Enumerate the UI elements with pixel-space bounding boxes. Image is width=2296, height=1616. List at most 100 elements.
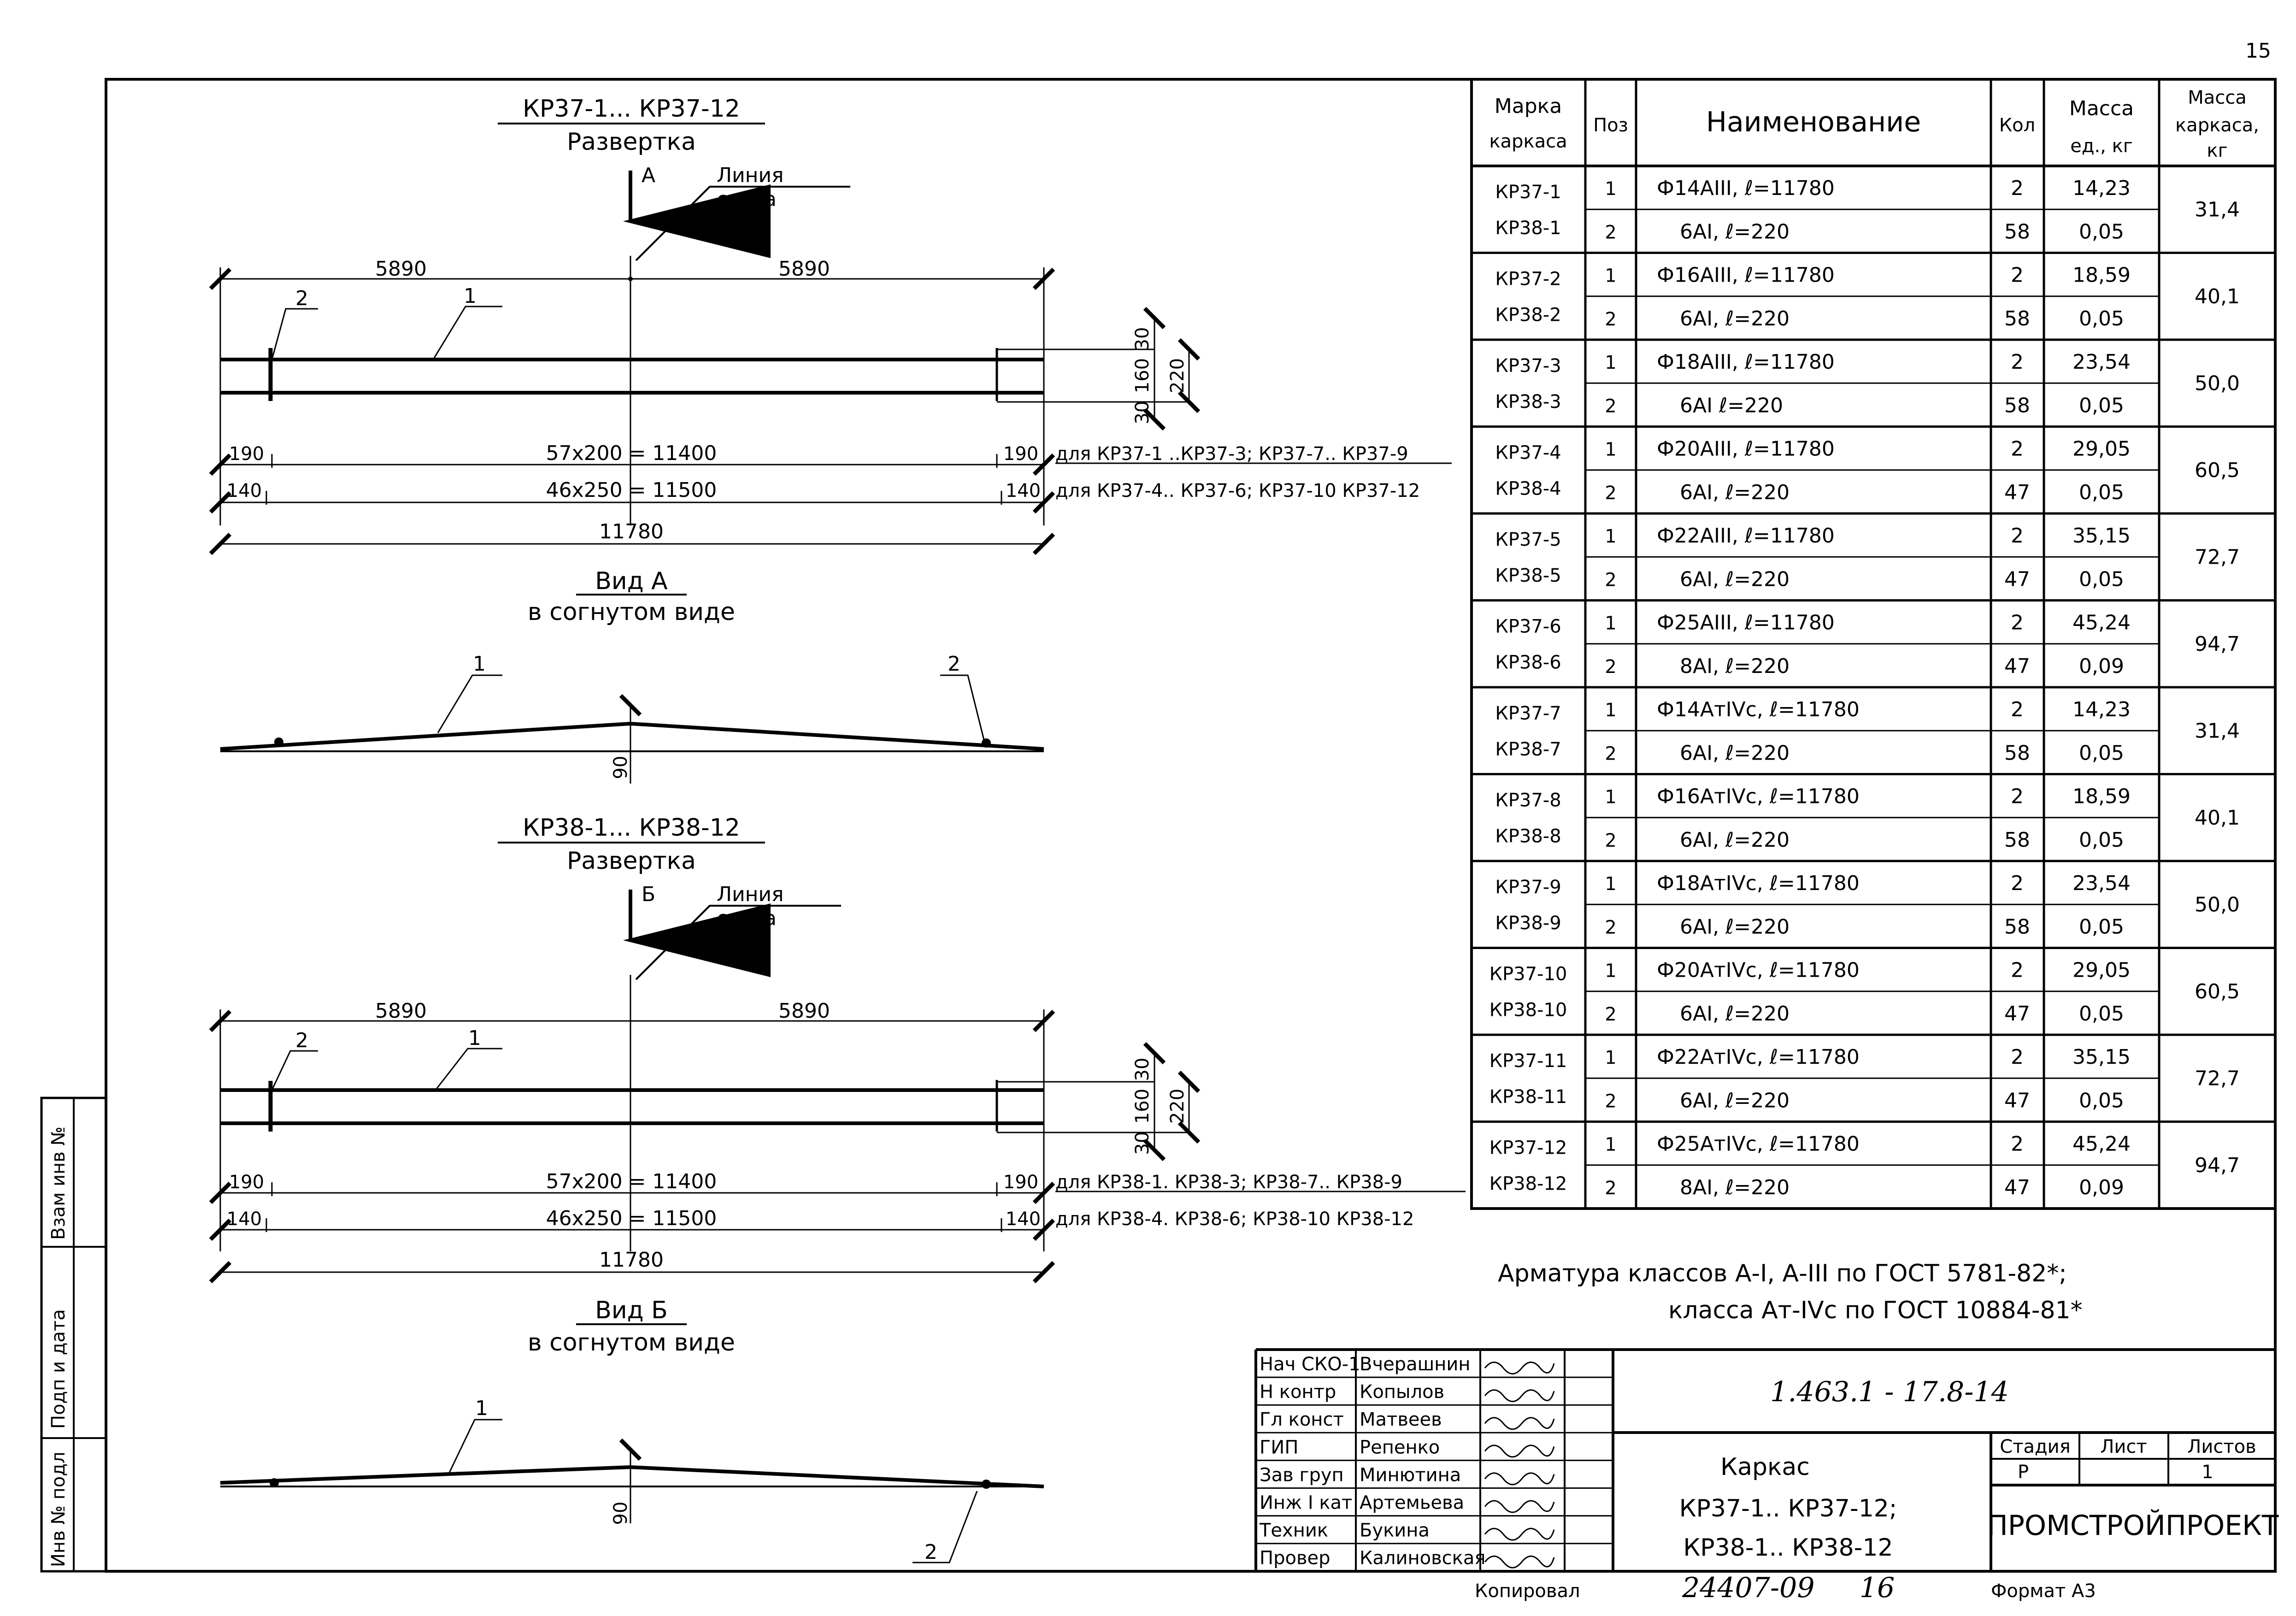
- drawing-b-view-title: Вид Б: [595, 1297, 668, 1324]
- spec-name: Ф16АтIVс, ℓ=11780: [1657, 785, 1860, 808]
- signature-mark: [1484, 1445, 1555, 1458]
- spec-mark-2: КР38-9: [1495, 913, 1561, 934]
- spec-unit-mass: 18,59: [2072, 785, 2131, 808]
- spec-pos: 1: [1605, 265, 1616, 287]
- spec-qty: 58: [2004, 915, 2030, 938]
- sheet-frame: [105, 78, 2277, 1573]
- bent-bar-b: [220, 1465, 1044, 1488]
- spec-mark-1: КР37-1: [1495, 182, 1561, 203]
- drawing-b-pos-2: 2: [295, 1029, 308, 1052]
- drawing-b-dim-row1: 57х200 = 11400: [546, 1170, 717, 1193]
- staff-name: Копылов: [1360, 1381, 1444, 1403]
- spec-unit-mass: 35,15: [2072, 524, 2131, 548]
- spec-pos: 2: [1605, 222, 1616, 243]
- spec-unit-mass: 18,59: [2072, 264, 2131, 287]
- staff-name: Букина: [1360, 1520, 1430, 1541]
- drawing-a-view-title: Вид А: [595, 567, 668, 595]
- spec-mark-2: КР38-8: [1495, 826, 1561, 847]
- signature-mark: [1484, 1389, 1555, 1403]
- spec-qty: 47: [2004, 481, 2030, 504]
- spec-pos: 1: [1605, 352, 1616, 373]
- spec-mark-1: КР37-6: [1495, 616, 1561, 637]
- sheet-label: Лист: [2100, 1436, 2147, 1457]
- page-number: 15: [2245, 39, 2271, 63]
- spec-total-mass: 40,1: [2195, 806, 2240, 830]
- spec-qty: 2: [2011, 264, 2024, 287]
- drawing-a-dim-140-r: 140: [1006, 480, 1041, 501]
- format-label: Формат А3: [1991, 1581, 2096, 1602]
- drawing-a-dim-220: 220: [1167, 358, 1188, 393]
- spec-unit-mass: 23,54: [2072, 350, 2131, 374]
- spec-unit-mass: 29,05: [2072, 437, 2131, 461]
- spec-unit-mass: 0,05: [2079, 741, 2124, 765]
- staff-name: Репенко: [1360, 1437, 1440, 1458]
- drawing-b-note-row1: для КР38-1. КР38-3; КР38-7.. КР38-9: [1055, 1172, 1402, 1193]
- drawing-a-arrow-label: А: [642, 164, 655, 187]
- spec-pos: 2: [1605, 483, 1616, 504]
- staff-role: Инж I кат: [1260, 1492, 1352, 1514]
- spec-name: Ф14АIII, ℓ=11780: [1657, 177, 1835, 200]
- spec-qty: 47: [2004, 1176, 2030, 1199]
- spec-table: Марка каркаса Поз Наименование Кол Масса…: [1470, 78, 2277, 1210]
- spec-name: Ф14АтIVс, ℓ=11780: [1657, 698, 1860, 721]
- spec-total-mass: 94,7: [2195, 632, 2240, 656]
- spec-pos: 2: [1605, 917, 1616, 938]
- spec-qty: 2: [2011, 872, 2024, 895]
- spec-unit-mass: 0,05: [2079, 220, 2124, 243]
- spec-pos: 1: [1605, 178, 1616, 200]
- hdr-mark-1: Марка: [1495, 94, 1562, 118]
- spec-qty: 2: [2011, 350, 2024, 374]
- spec-qty: 58: [2004, 828, 2030, 852]
- stage-value: Р: [2018, 1462, 2029, 1483]
- hdr-name: Наименование: [1706, 106, 1921, 138]
- staff-role: Техник: [1259, 1520, 1328, 1541]
- drawing-a-pos-2: 2: [295, 287, 308, 310]
- drawing-b-dim-220: 220: [1167, 1089, 1188, 1124]
- spec-name: 6АI, ℓ=220: [1680, 741, 1790, 765]
- spec-qty: 47: [2004, 1002, 2030, 1026]
- spec-pos: 2: [1605, 1178, 1616, 1199]
- spec-name: Ф16АIII, ℓ=11780: [1657, 264, 1835, 287]
- staff-name: Калиновская: [1360, 1548, 1485, 1569]
- spec-unit-mass: 23,54: [2072, 872, 2131, 895]
- spec-pos: 2: [1605, 656, 1616, 678]
- spec-pos: 2: [1605, 743, 1616, 764]
- drawing-a-subtitle: Развертка: [567, 128, 696, 156]
- staff-name: Артемьева: [1360, 1492, 1464, 1514]
- spec-total-mass: 72,7: [2195, 545, 2240, 569]
- spec-unit-mass: 0,05: [2079, 915, 2124, 938]
- title-1: Каркас: [1720, 1453, 1810, 1481]
- hdr-mass-unit-2: ед., кг: [2070, 136, 2133, 157]
- sheets-value: 1: [2202, 1462, 2213, 1483]
- hdr-mass-frame-2: каркаса,: [2175, 115, 2259, 136]
- spec-name: Ф20АIII, ℓ=11780: [1657, 437, 1835, 461]
- hdr-mass-frame-3: кг: [2207, 140, 2227, 161]
- spec-unit-mass: 14,23: [2072, 177, 2131, 200]
- spec-qty: 2: [2011, 437, 2024, 461]
- spec-pos: 1: [1605, 526, 1616, 547]
- spec-mark-2: КР38-1: [1495, 218, 1561, 239]
- drawing-a-dim-140-l: 140: [227, 480, 262, 501]
- staff-role: Н контр: [1260, 1381, 1336, 1403]
- spec-unit-mass: 35,15: [2072, 1045, 2131, 1069]
- drawing-a-note-row2: для КР37-4.. КР37-6; КР37-10 КР37-12: [1055, 480, 1420, 501]
- drawing-b-subtitle: Развертка: [567, 847, 696, 875]
- spec-unit-mass: 0,09: [2079, 1176, 2124, 1199]
- side-stamp: Инв № подл Подп и дата Взам инв №: [40, 1097, 107, 1573]
- spec-mark-1: КР37-7: [1495, 703, 1561, 724]
- drawing-a-dim-row1: 57х200 = 11400: [546, 442, 717, 465]
- drawing-a-dim-30: 30: [1132, 327, 1153, 351]
- drawing-b-note-row2: для КР38-4. КР38-6; КР38-10 КР38-12: [1055, 1209, 1414, 1230]
- spec-mark-2: КР38-12: [1489, 1174, 1567, 1195]
- drawing-b-bend-label-2: сгиба: [717, 907, 777, 930]
- spec-name: Ф22АтIVс, ℓ=11780: [1657, 1045, 1860, 1069]
- spec-unit-mass: 45,24: [2072, 611, 2131, 635]
- spec-mark-1: КР37-9: [1495, 877, 1561, 898]
- drawing-a-bend-label-2: сгиба: [717, 188, 777, 211]
- spec-qty: 2: [2011, 1132, 2024, 1156]
- drawing-a-dim-190-l: 190: [229, 443, 264, 465]
- copy-sheet: 16: [1860, 1572, 1895, 1604]
- spec-name: Ф20АтIVс, ℓ=11780: [1657, 959, 1860, 982]
